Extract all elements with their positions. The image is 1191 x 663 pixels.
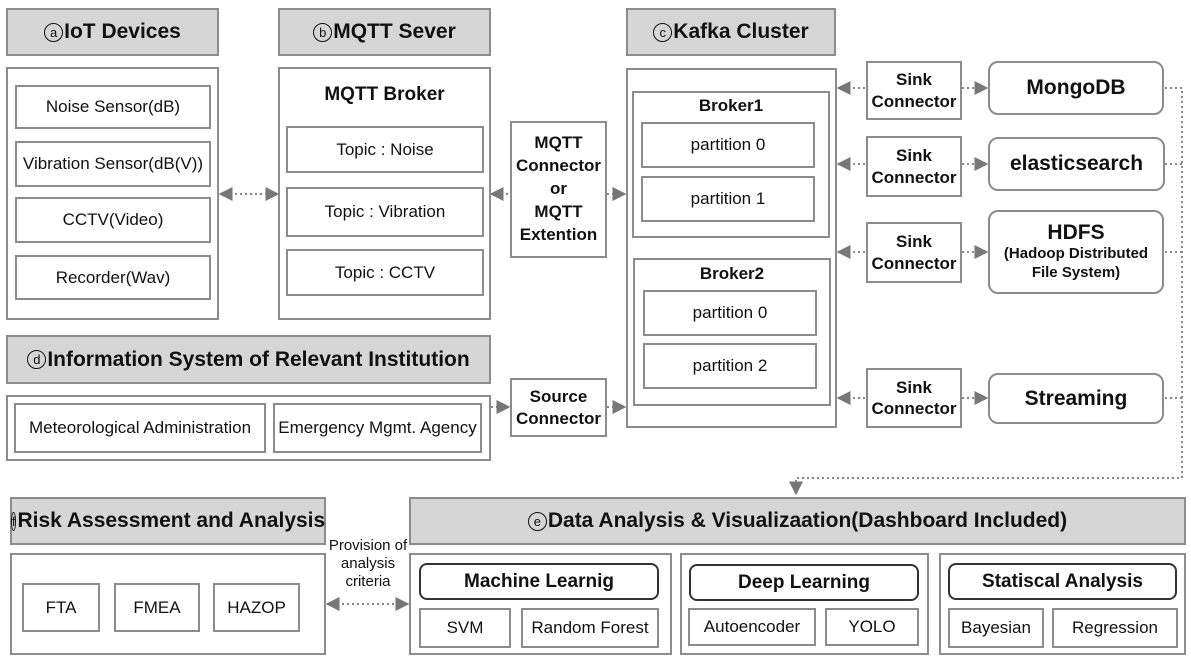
broker2-partition-0: partition 0: [643, 290, 817, 336]
vibration-sensor-box: Vibration Sensor(dB(V)): [15, 141, 211, 187]
header-text: Information System of Relevant Instituti…: [47, 347, 470, 371]
fmea-box: FMEA: [114, 583, 200, 632]
provision-note: Provision of analysis criteria: [327, 537, 409, 591]
emergency-agency-box: Emergency Mgmt. Agency: [273, 403, 482, 453]
meteorological-admin-box: Meteorological Administration: [14, 403, 266, 453]
sink-line: Sink: [896, 146, 932, 166]
fta-box: FTA: [22, 583, 100, 632]
elasticsearch-box: elasticsearch: [988, 137, 1165, 191]
random-forest-box: Random Forest: [521, 608, 659, 648]
note-line: analysis: [340, 555, 396, 572]
sink-line: Sink: [896, 70, 932, 90]
sink-line: Connector: [871, 167, 957, 187]
topic-vibration-box: Topic : Vibration: [286, 187, 484, 237]
connector-line: Extention: [519, 224, 598, 244]
broker1-partition-0: partition 0: [641, 122, 815, 168]
mqtt-connector-box: MQTT Connector or MQTT Extention: [510, 121, 607, 258]
label-mark: f: [10, 511, 17, 531]
streaming-box: Streaming: [988, 373, 1164, 424]
connector-line: Connector: [516, 156, 601, 176]
label-mark: d: [27, 350, 47, 369]
sink-line: Sink: [896, 232, 932, 252]
connector-line: MQTT: [534, 201, 583, 221]
hazop-box: HAZOP: [213, 583, 300, 632]
mqtt-broker-title: MQTT Broker: [324, 84, 445, 105]
broker2-partition-2: partition 2: [643, 343, 817, 389]
topic-cctv-box: Topic : CCTV: [286, 249, 484, 296]
mongodb-box: MongoDB: [988, 61, 1164, 115]
hdfs-subtitle-line: (Hadoop Distributed: [1003, 245, 1149, 263]
topic-noise-box: Topic : Noise: [286, 126, 484, 173]
sink-line: Sink: [896, 377, 932, 397]
broker1-title: Broker1: [698, 96, 764, 115]
stat-title: Statiscal Analysis: [948, 563, 1177, 600]
label-mark: c: [653, 22, 673, 42]
ml-title: Machine Learnig: [419, 563, 659, 600]
yolo-box: YOLO: [825, 608, 919, 646]
cctv-box: CCTV(Video): [15, 197, 211, 243]
hdfs-box: HDFS (Hadoop Distributed File System): [988, 210, 1164, 294]
connector-line: or: [550, 179, 567, 199]
header-text: Data Analysis & Visualizaation(Dashboard…: [547, 509, 1068, 532]
bayesian-box: Bayesian: [948, 608, 1044, 648]
recorder-box: Recorder(Wav): [15, 255, 211, 300]
source-line: Source: [529, 387, 588, 407]
collect-line-right: [789, 87, 1183, 496]
note-line: Provision of: [328, 537, 408, 554]
sink-line: Connector: [871, 91, 957, 111]
autoencoder-box: Autoencoder: [688, 608, 816, 646]
header-text: Risk Assessment and Analysis: [17, 509, 326, 532]
hdfs-title: HDFS: [1047, 221, 1105, 245]
hdfs-subtitle-line: File System): [1031, 264, 1121, 281]
noise-sensor-box: Noise Sensor(dB): [15, 85, 211, 129]
header-text: Kafka Cluster: [673, 20, 809, 43]
svm-box: SVM: [419, 608, 511, 648]
header-text: MQTT Sever: [333, 20, 456, 43]
source-line: Connector: [516, 408, 601, 428]
header-text: IoT Devices: [64, 20, 181, 43]
connector-line: MQTT: [534, 133, 583, 153]
label-mark: b: [313, 22, 333, 42]
broker1-partition-1: partition 1: [641, 176, 815, 222]
regression-box: Regression: [1052, 608, 1178, 648]
label-mark: e: [527, 511, 547, 531]
note-line: criteria: [345, 573, 391, 590]
broker2-title: Broker2: [699, 264, 765, 283]
dl-title: Deep Learning: [689, 564, 919, 601]
label-mark: a: [44, 22, 64, 42]
sink-line: Connector: [871, 399, 957, 418]
sink-line: Connector: [871, 253, 957, 273]
